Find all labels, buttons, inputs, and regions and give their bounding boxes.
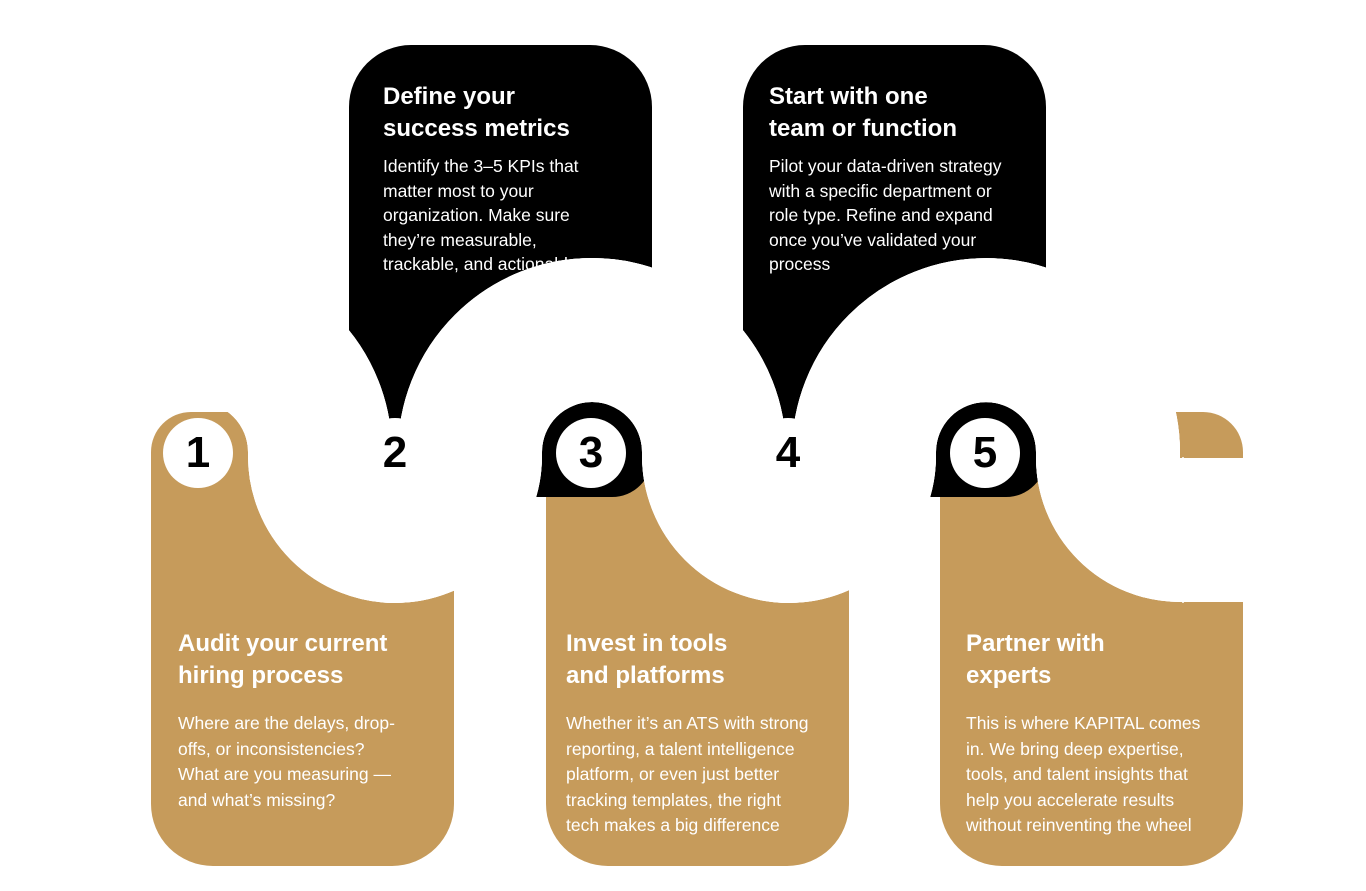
step-3-number: 3 bbox=[556, 418, 626, 488]
step-5-number: 5 bbox=[950, 418, 1020, 488]
step-2-title: Define your success metrics bbox=[383, 83, 570, 142]
step-3-title: Invest in tools and platforms bbox=[566, 630, 728, 689]
step-4-title: Start with one team or function bbox=[769, 83, 958, 142]
step-3-body: Whether it’s an ATS with strong reportin… bbox=[566, 713, 809, 835]
step-2-body: Identify the 3–5 KPIs that matter most t… bbox=[383, 156, 583, 274]
step-4-body: Pilot your data-driven strategy with a s… bbox=[769, 156, 1002, 274]
step-5-card: Partner with experts This is where KAPIT… bbox=[940, 412, 1243, 866]
step-2-number: 2 bbox=[360, 418, 430, 488]
step-4-number: 4 bbox=[753, 418, 823, 488]
step-5-body: This is where KAPITAL comes in. We bring… bbox=[966, 713, 1201, 835]
step-5-title: Partner with experts bbox=[966, 630, 1105, 689]
step-1-number: 1 bbox=[163, 418, 233, 488]
step-1-title: Audit your current hiring process bbox=[178, 630, 388, 689]
step-1-body: Where are the delays, drop- offs, or inc… bbox=[178, 713, 395, 810]
